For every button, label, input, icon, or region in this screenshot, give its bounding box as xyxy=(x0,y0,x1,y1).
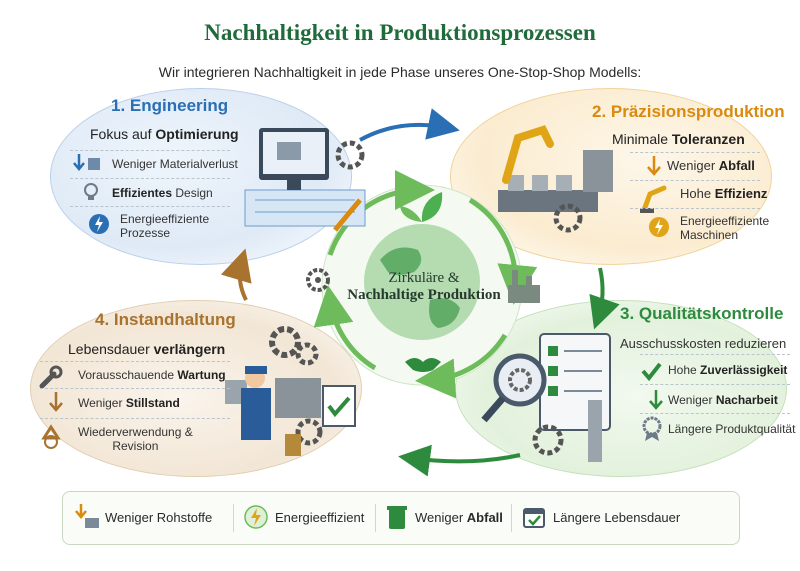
precision-focus: Minimale Toleranzen xyxy=(612,131,745,147)
calendar-check-icon xyxy=(523,508,545,528)
arrow-precision-to-quality xyxy=(589,267,620,330)
wrench-icon xyxy=(39,365,63,389)
down-arrow-icon xyxy=(647,156,661,176)
engineering-illustration xyxy=(244,128,366,232)
arrow-engineering-to-precision xyxy=(359,108,460,142)
quality-item-product-quality: Längere Produktqualität xyxy=(668,422,796,436)
engineering-item-design: Effizientes Design xyxy=(112,186,213,200)
precision-item-efficiency: Hohe Effizienz xyxy=(680,186,768,201)
quality-illustration xyxy=(481,333,611,462)
recycle-icon xyxy=(41,424,61,449)
benefits-bar: Weniger Rohstoffe Energieeffizient Wenig… xyxy=(62,491,740,545)
center-label: Zirkuläre & Nachhaltige Produktion xyxy=(347,270,501,303)
arrow-maintenance-to-engineering xyxy=(220,248,252,301)
engineering-focus: Fokus auf Optimierung xyxy=(90,126,239,142)
maintenance-item-reuse: Wiederverwendung &Revision xyxy=(78,425,193,453)
engineering-title: 1. Engineering xyxy=(111,96,229,115)
checkmark-icon xyxy=(641,362,662,382)
quality-focus: Ausschusskosten reduzieren xyxy=(620,336,787,351)
energy-bolt-icon xyxy=(244,505,268,529)
maintenance-focus: Lebensdauer verlängern xyxy=(68,341,226,357)
maintenance-title: 4. Instandhaltung xyxy=(95,310,236,329)
quality-item-reliability: Hohe Zuverlässigkeit xyxy=(668,363,788,377)
energy-bolt-icon xyxy=(649,217,669,237)
precision-item-waste: Weniger Abfall xyxy=(667,158,755,173)
engineering-item-material: Weniger Materialverlust xyxy=(112,157,238,171)
maintenance-item-predictive: Vorausschauende Wartung xyxy=(78,368,226,382)
maintenance-illustration xyxy=(225,326,356,456)
benefit-longer-lifetime: Längere Lebensdauer xyxy=(553,510,681,525)
page-subtitle: Wir integrieren Nachhaltigkeit in jede P… xyxy=(158,64,642,80)
recycle-bin-icon xyxy=(387,506,407,529)
quality-item-rework: Weniger Nacharbeit xyxy=(668,393,778,407)
award-badge-icon xyxy=(642,416,662,441)
robot-arm-icon xyxy=(640,185,667,213)
material-loss-icon xyxy=(73,154,100,171)
maintenance-item-downtime: Weniger Stillstand xyxy=(78,396,180,410)
energy-bolt-icon xyxy=(89,214,109,234)
precision-title: 2. Präzisionsproduktion xyxy=(592,102,785,121)
raw-materials-icon xyxy=(75,504,99,528)
quality-title: 3. Qualitätskontrolle xyxy=(620,304,784,323)
benefit-less-waste: Weniger Abfall xyxy=(415,510,503,525)
lightbulb-icon xyxy=(84,183,98,200)
benefit-energy-efficient: Energieeffizient xyxy=(275,510,365,525)
arrow-quality-to-maintenance xyxy=(398,444,521,477)
benefit-raw-materials: Weniger Rohstoffe xyxy=(105,510,213,525)
page-title: Nachhaltigkeit in Produktionsprozessen xyxy=(204,20,596,45)
precision-illustration xyxy=(498,125,613,233)
down-arrow-icon xyxy=(49,392,63,412)
down-arrow-icon xyxy=(649,390,663,410)
